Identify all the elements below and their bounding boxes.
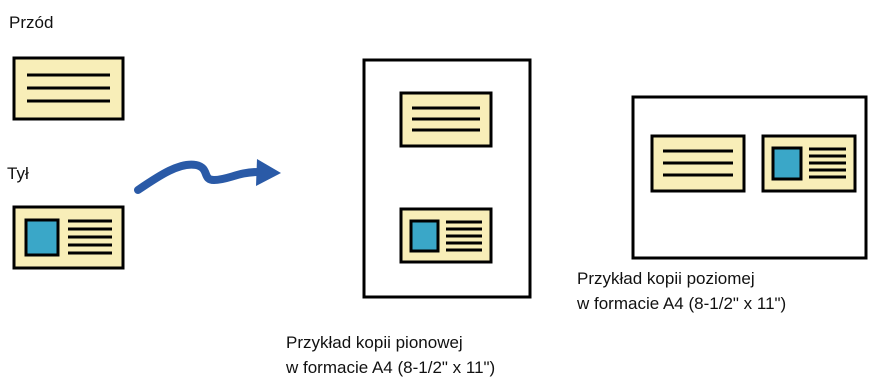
portrait-front-card-icon — [399, 91, 493, 148]
landscape-back-card-icon — [761, 134, 857, 193]
landscape-front-card-icon — [650, 134, 746, 193]
front-label: Przód — [9, 13, 54, 32]
back-card-icon — [12, 205, 125, 270]
back-label: Tył — [7, 164, 29, 183]
landscape-caption: Przykład kopii poziomej w formacie A4 (8… — [577, 266, 786, 316]
portrait-back-card-icon — [399, 207, 493, 264]
portrait-caption: Przykład kopii pionowej w formacie A4 (8… — [286, 330, 495, 380]
landscape-caption-line1: Przykład kopii poziomej — [577, 269, 755, 288]
portrait-page — [362, 58, 532, 299]
landscape-caption-line2: w formacie A4 (8-1/2" x 11") — [577, 294, 787, 313]
curved-arrow-icon — [134, 159, 281, 194]
portrait-caption-line2: w formacie A4 (8-1/2" x 11") — [286, 358, 496, 377]
front-card-icon — [12, 56, 125, 121]
landscape-page — [631, 95, 868, 260]
portrait-caption-line1: Przykład kopii pionowej — [286, 333, 463, 352]
